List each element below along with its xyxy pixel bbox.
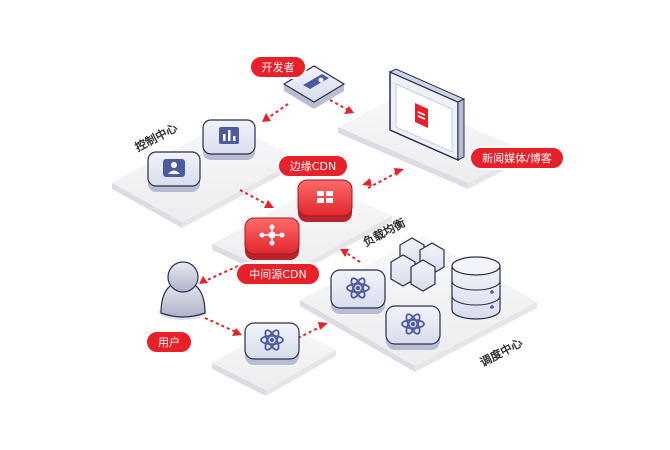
label-control-center: 控制中心 <box>133 120 181 154</box>
arrow-edge-news <box>367 171 399 189</box>
document-icon <box>415 103 428 128</box>
id-card-icon <box>303 74 329 89</box>
label-mid-cdn: 中间源CDN <box>235 262 321 286</box>
console-user-node[interactable] <box>147 151 201 192</box>
svg-text:中间源CDN: 中间源CDN <box>249 267 306 281</box>
label-developer: 开发者 <box>249 55 307 79</box>
grid-icon <box>317 191 333 203</box>
mid-cdn-node[interactable] <box>244 217 300 260</box>
arrow-user-to-node <box>204 317 237 333</box>
network-hub-icon <box>259 224 285 246</box>
news-monitor[interactable] <box>388 68 466 162</box>
edge-cdn-node[interactable] <box>297 179 353 222</box>
arrow-dispatch-to-cdn <box>344 251 361 263</box>
svg-text:新闻媒体/博客: 新闻媒体/博客 <box>482 151 552 165</box>
arrowheads <box>199 106 404 336</box>
person-icon[interactable] <box>159 261 207 320</box>
svg-text:控制中心: 控制中心 <box>133 120 181 154</box>
arrows <box>204 99 399 339</box>
arrow-control-to-edge <box>239 189 269 206</box>
dispatch-atom-node-2[interactable] <box>385 305 441 350</box>
arrow-developer-to-control <box>267 103 289 119</box>
label-news-blog: 新闻媒体/博客 <box>469 146 565 170</box>
label-dispatch-center: 调度中心 <box>478 335 526 369</box>
hexagon-cluster-icon[interactable] <box>390 237 445 292</box>
arrow-mid-to-user <box>204 265 239 282</box>
svg-text:开发者: 开发者 <box>262 60 295 74</box>
dispatch-atom-node-1[interactable] <box>330 269 386 314</box>
database-icon[interactable] <box>451 256 501 320</box>
arrow-developer-to-news <box>329 99 349 111</box>
user-panel-icon <box>163 159 185 177</box>
label-user: 用户 <box>145 330 193 354</box>
arrow-node-to-dispatch <box>297 325 323 339</box>
svg-text:边缘CDN: 边缘CDN <box>290 160 336 173</box>
user-edge-atom-node[interactable] <box>244 322 300 365</box>
bar-chart-icon <box>219 127 239 144</box>
label-edge-cdn: 边缘CDN <box>277 154 349 178</box>
console-chart-node[interactable] <box>202 119 256 160</box>
svg-text:用户: 用户 <box>158 335 180 349</box>
svg-text:调度中心: 调度中心 <box>478 335 526 369</box>
